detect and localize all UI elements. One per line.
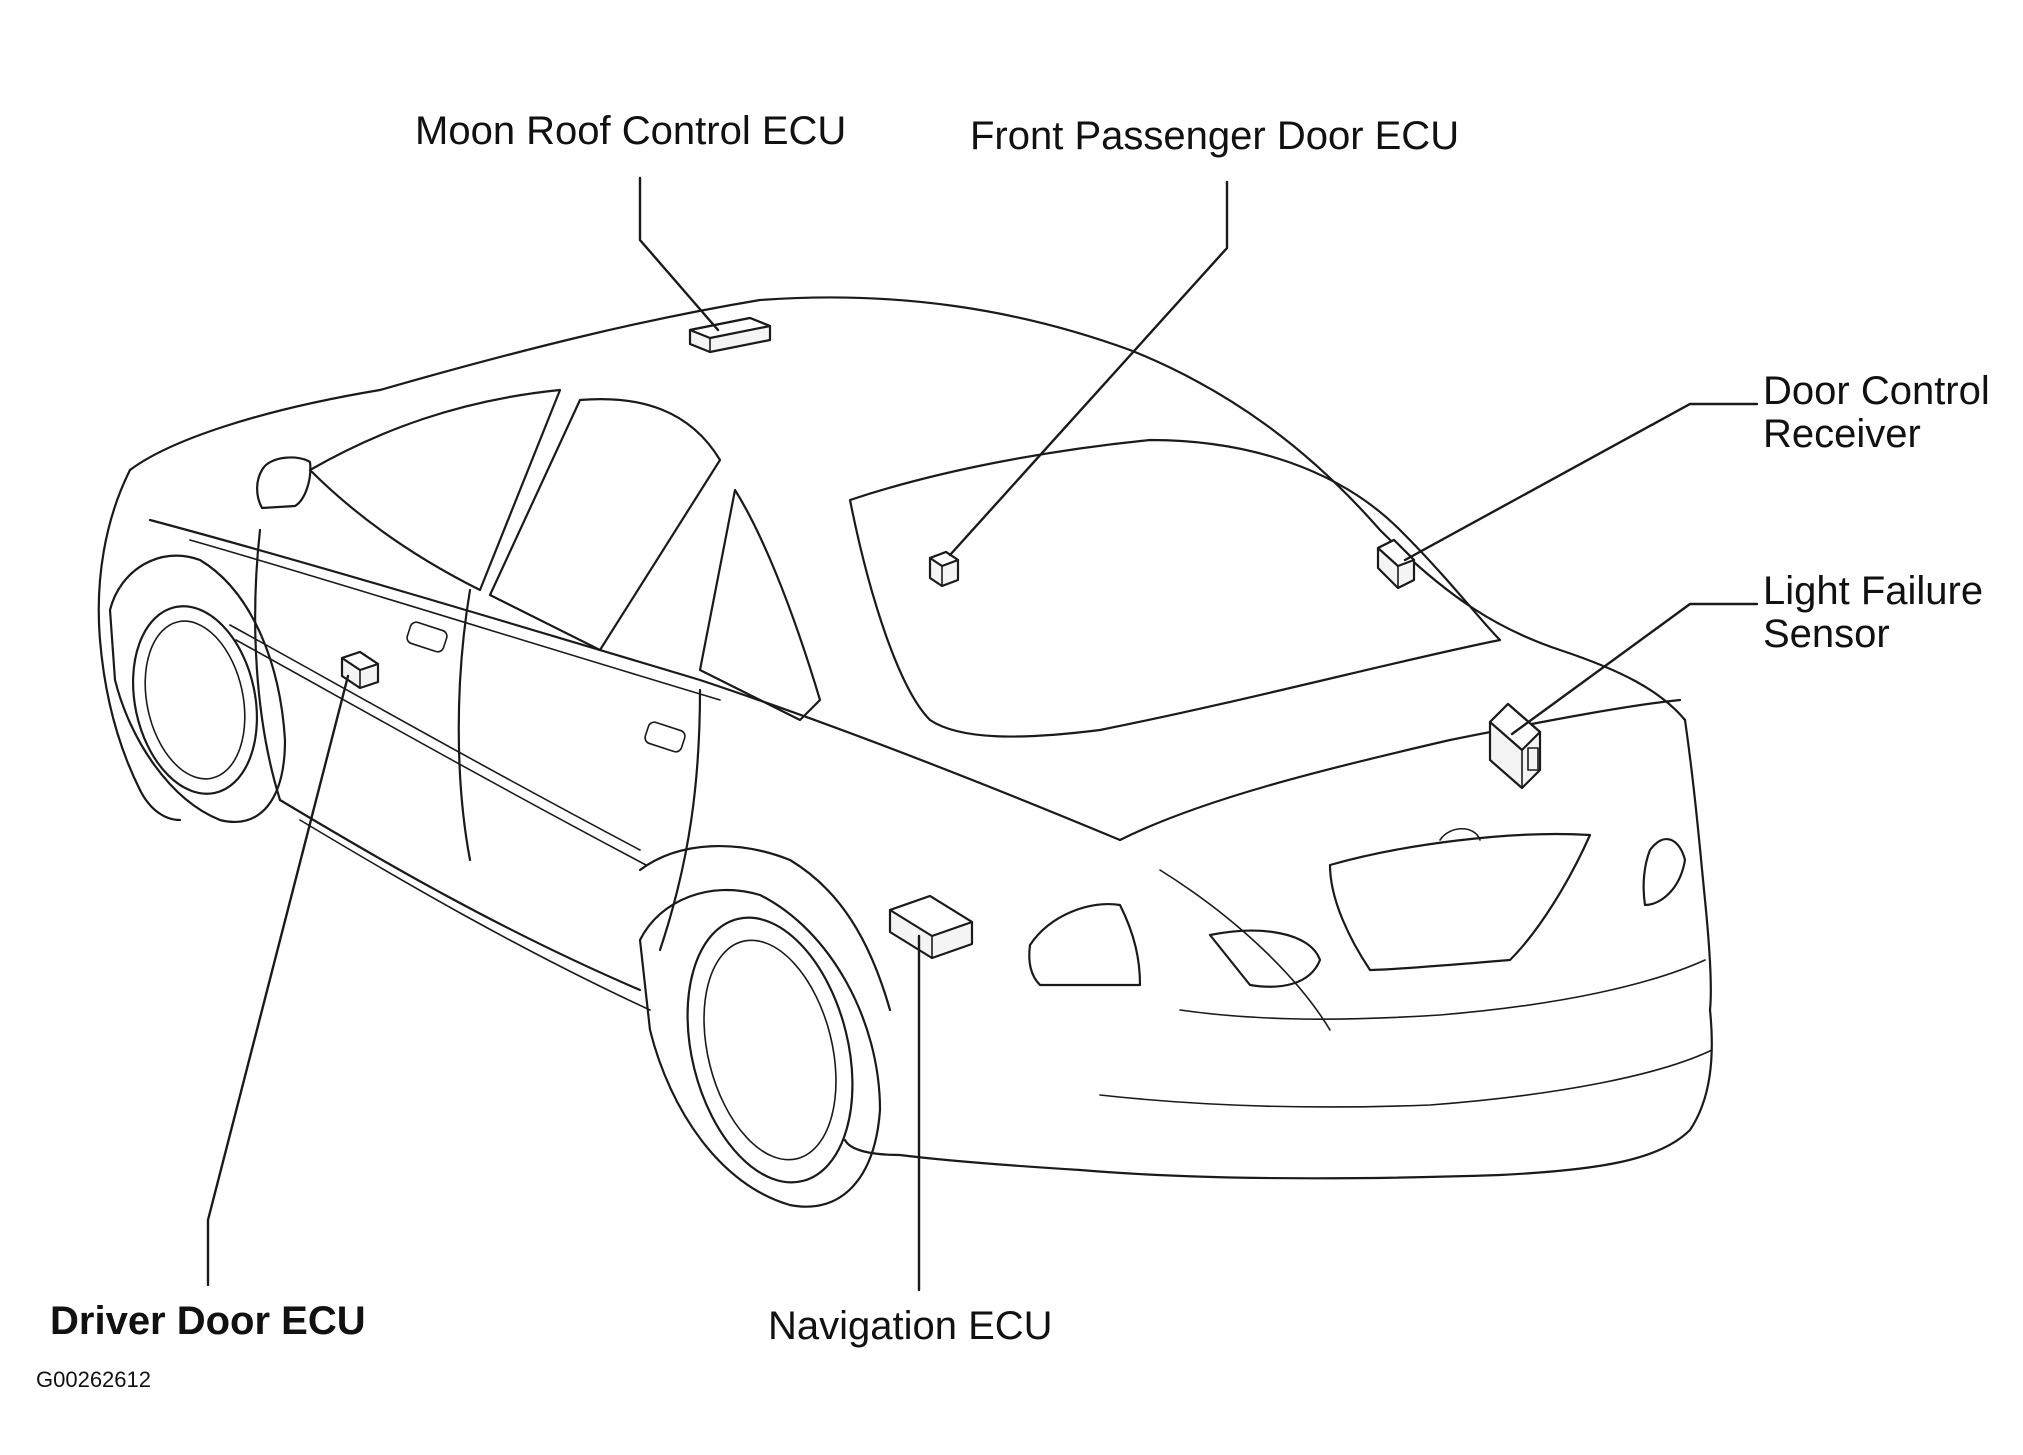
front-passenger-door-ecu-box [928, 550, 960, 588]
label-light-failure-sensor-line1: Light Failure [1763, 569, 1984, 613]
figure-code: G00262612 [36, 1367, 151, 1392]
leader-driver-door [206, 674, 350, 1287]
car-tail-details [1028, 827, 1687, 988]
moon-roof-control-ecu-box [688, 316, 772, 354]
car-body-outline [97, 296, 1713, 1180]
leader-lines [206, 176, 1759, 1292]
car-wheels [108, 554, 892, 1208]
leader-moon-roof [638, 176, 720, 332]
label-door-control-receiver-line2: Receiver [1763, 412, 1921, 457]
label-moon-roof-control-ecu: Moon Roof Control ECU [415, 109, 847, 153]
leader-door-control [1403, 402, 1759, 562]
car-doors [229, 456, 702, 952]
leader-light-failure [1510, 602, 1759, 736]
label-light-failure-sensor-line2: Sensor [1763, 612, 1890, 657]
label-door-control-receiver-line1: Door Control [1763, 369, 1990, 413]
label-door-control-receiver: Door Control Receiver [1763, 369, 1990, 457]
car-windows [308, 388, 1502, 738]
label-navigation-ecu: Navigation ECU [768, 1304, 1053, 1348]
label-driver-door-ecu: Driver Door ECU [50, 1299, 366, 1343]
door-control-receiver-box [1376, 538, 1416, 590]
label-light-failure-sensor: Light Failure Sensor [1763, 569, 1984, 657]
navigation-ecu-box [888, 894, 974, 960]
label-front-passenger-door-ecu: Front Passenger Door ECU [970, 114, 1460, 158]
driver-door-ecu-box [340, 650, 380, 690]
light-failure-sensor-box [1488, 702, 1542, 790]
leader-front-passenger [948, 180, 1229, 557]
